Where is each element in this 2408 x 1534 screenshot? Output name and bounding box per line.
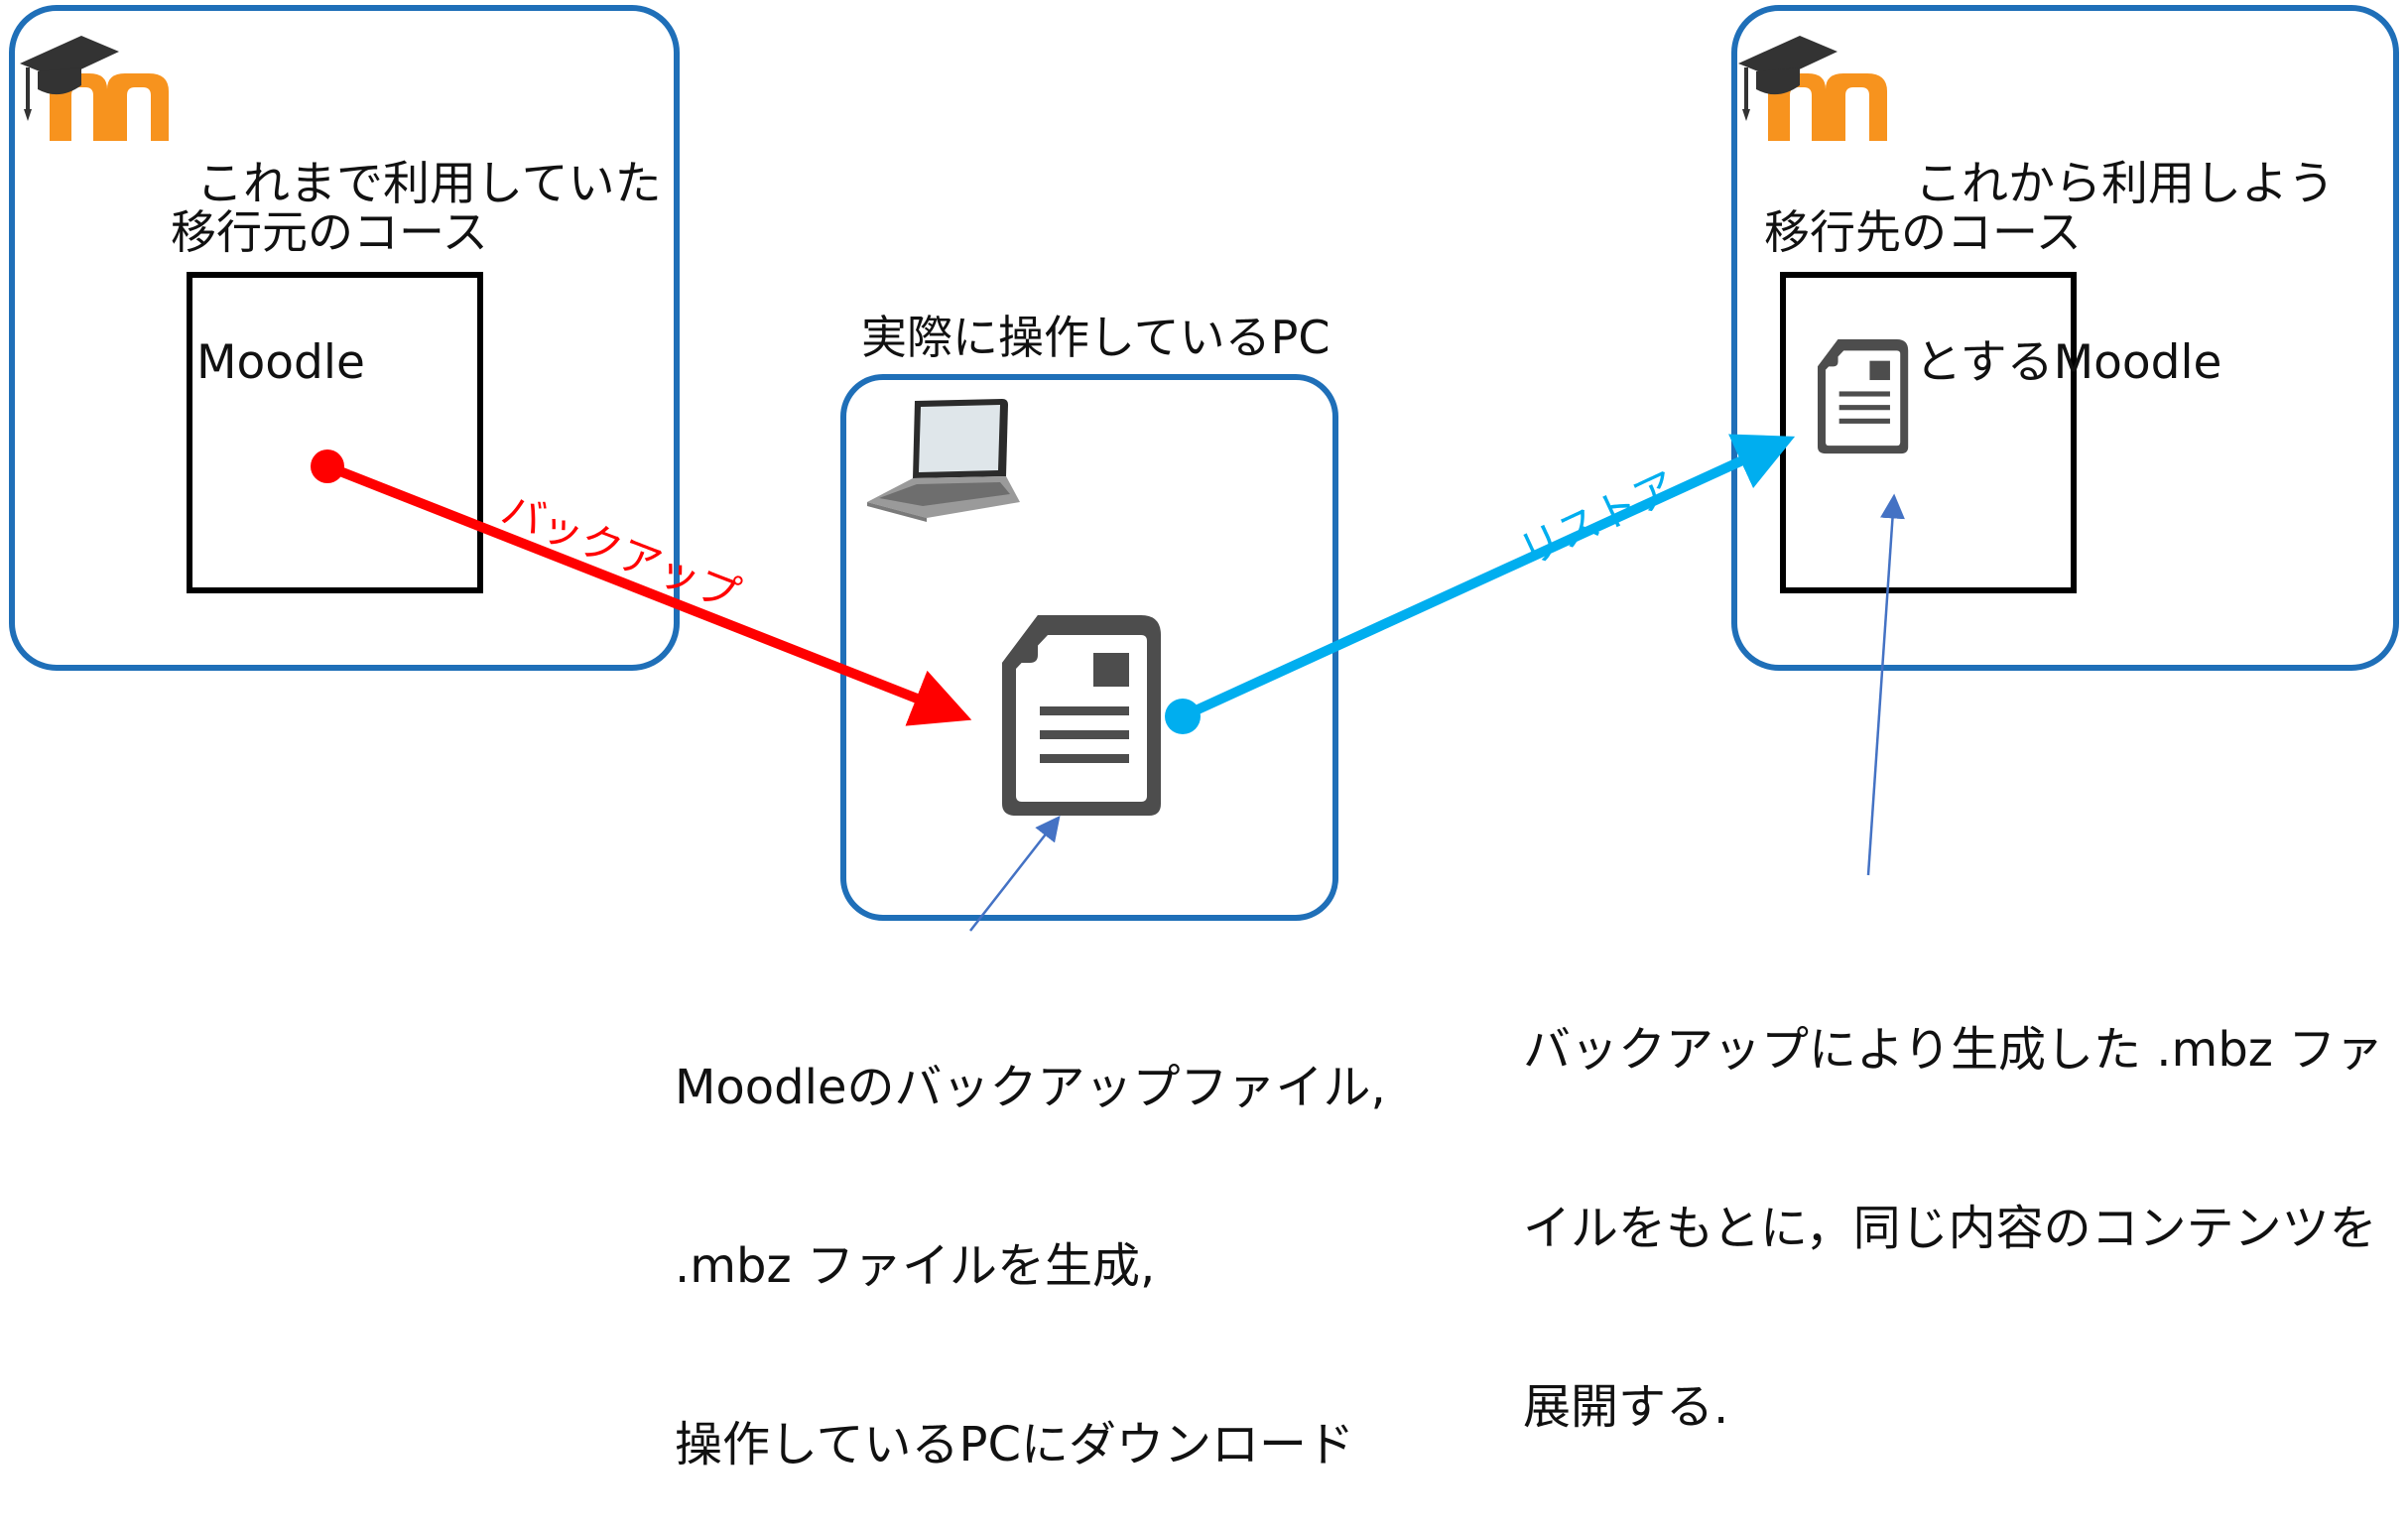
source-moodle-title-line2: Moodle — [196, 335, 365, 390]
backup-note-line1: Moodleのバックアップファイル, — [675, 1060, 1386, 1115]
diagram-canvas — [9, 5, 2399, 932]
source-moodle-title: これまで利用していた Moodle — [196, 36, 662, 452]
document-icon — [1002, 615, 1161, 816]
restore-note-line2: イルをもとに，同じ内容のコンテンツを — [1523, 1201, 2377, 1256]
backup-arrow — [325, 461, 972, 726]
document-icon — [1818, 339, 1909, 454]
source-course-box — [187, 272, 483, 593]
laptop-icon — [867, 399, 1020, 522]
restore-note-line1: バックアップにより生成した .mbz ファ — [1523, 1022, 2384, 1078]
dest-moodle-title: これから利用しよう とするMoodle — [1915, 36, 2335, 452]
restore-arrow — [1180, 434, 1796, 721]
restore-callout-line — [1866, 493, 1905, 876]
restore-note: バックアップにより生成した .mbz ファ イルをもとに，同じ内容のコンテンツを… — [1523, 901, 2383, 1496]
source-moodle-title-line1: これまで利用していた — [196, 157, 662, 211]
source-course-label: 移行元のコース — [171, 205, 488, 259]
backup-note-line2: .mbz ファイルを生成, — [675, 1238, 1156, 1294]
graduation-cap-icon — [20, 36, 119, 121]
graduation-cap-icon — [1738, 36, 1838, 121]
dest-course-label: 移行先のコース — [1764, 205, 2082, 259]
dest-moodle-title-line1: これから利用しよう — [1915, 157, 2335, 211]
backup-note-line3: 操作しているPCにダウンロード — [675, 1417, 1355, 1472]
restore-note-line3: 展開する. — [1523, 1379, 1729, 1435]
source-moodle-frame — [9, 5, 680, 671]
dest-course-box — [1780, 272, 2077, 593]
dest-moodle-title-line2: とするMoodle — [1915, 335, 2222, 390]
pc-label: 実際に操作しているPC — [861, 311, 1331, 364]
backup-note: Moodleのバックアップファイル, .mbz ファイルを生成, 操作しているP… — [675, 939, 1386, 1534]
backup-callout-line — [969, 816, 1061, 932]
dest-moodle-frame — [1731, 5, 2399, 671]
